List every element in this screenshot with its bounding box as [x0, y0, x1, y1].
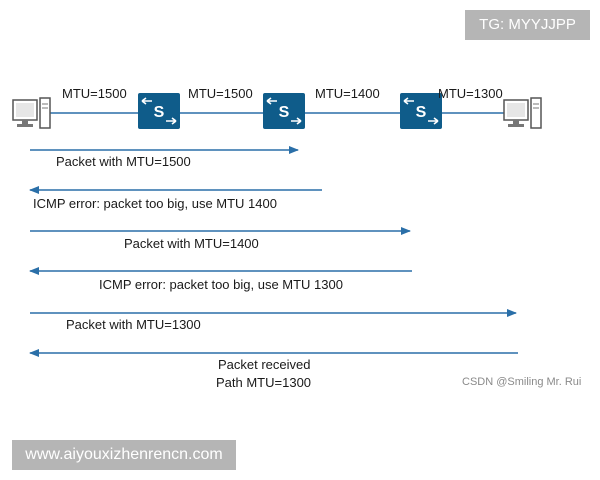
watermark-tag: TG: MYYJJPP — [465, 10, 590, 40]
link-mtu-label-3: MTU=1400 — [315, 86, 380, 101]
switch-3-icon: S — [400, 93, 442, 129]
path-mtu-result: Path MTU=1300 — [216, 375, 312, 390]
message-label-2: ICMP error: packet too big, use MTU 1400 — [33, 196, 277, 211]
switch-2-letter: S — [279, 104, 290, 121]
message-label-4: ICMP error: packet too big, use MTU 1300 — [99, 277, 343, 292]
message-label-6: Packet received — [218, 357, 311, 372]
message-label-3: Packet with MTU=1400 — [124, 236, 259, 251]
message-label-1: Packet with MTU=1500 — [56, 154, 191, 169]
switch-3-letter: S — [416, 104, 427, 121]
switch-1-icon: S — [138, 93, 180, 129]
watermark-site: www.aiyouxizhenrencn.com — [12, 440, 236, 470]
switch-1-letter: S — [154, 104, 165, 121]
message-label-5: Packet with MTU=1300 — [66, 317, 201, 332]
source-credit: CSDN @Smiling Mr. Rui — [462, 376, 582, 388]
link-mtu-label-2: MTU=1500 — [188, 86, 253, 101]
link-mtu-label-1: MTU=1500 — [62, 86, 127, 101]
link-mtu-label-4: MTU=1300 — [438, 86, 503, 101]
host-computer-right-icon — [503, 96, 543, 130]
switch-2-icon: S — [263, 93, 305, 129]
host-computer-left-icon — [12, 96, 52, 130]
